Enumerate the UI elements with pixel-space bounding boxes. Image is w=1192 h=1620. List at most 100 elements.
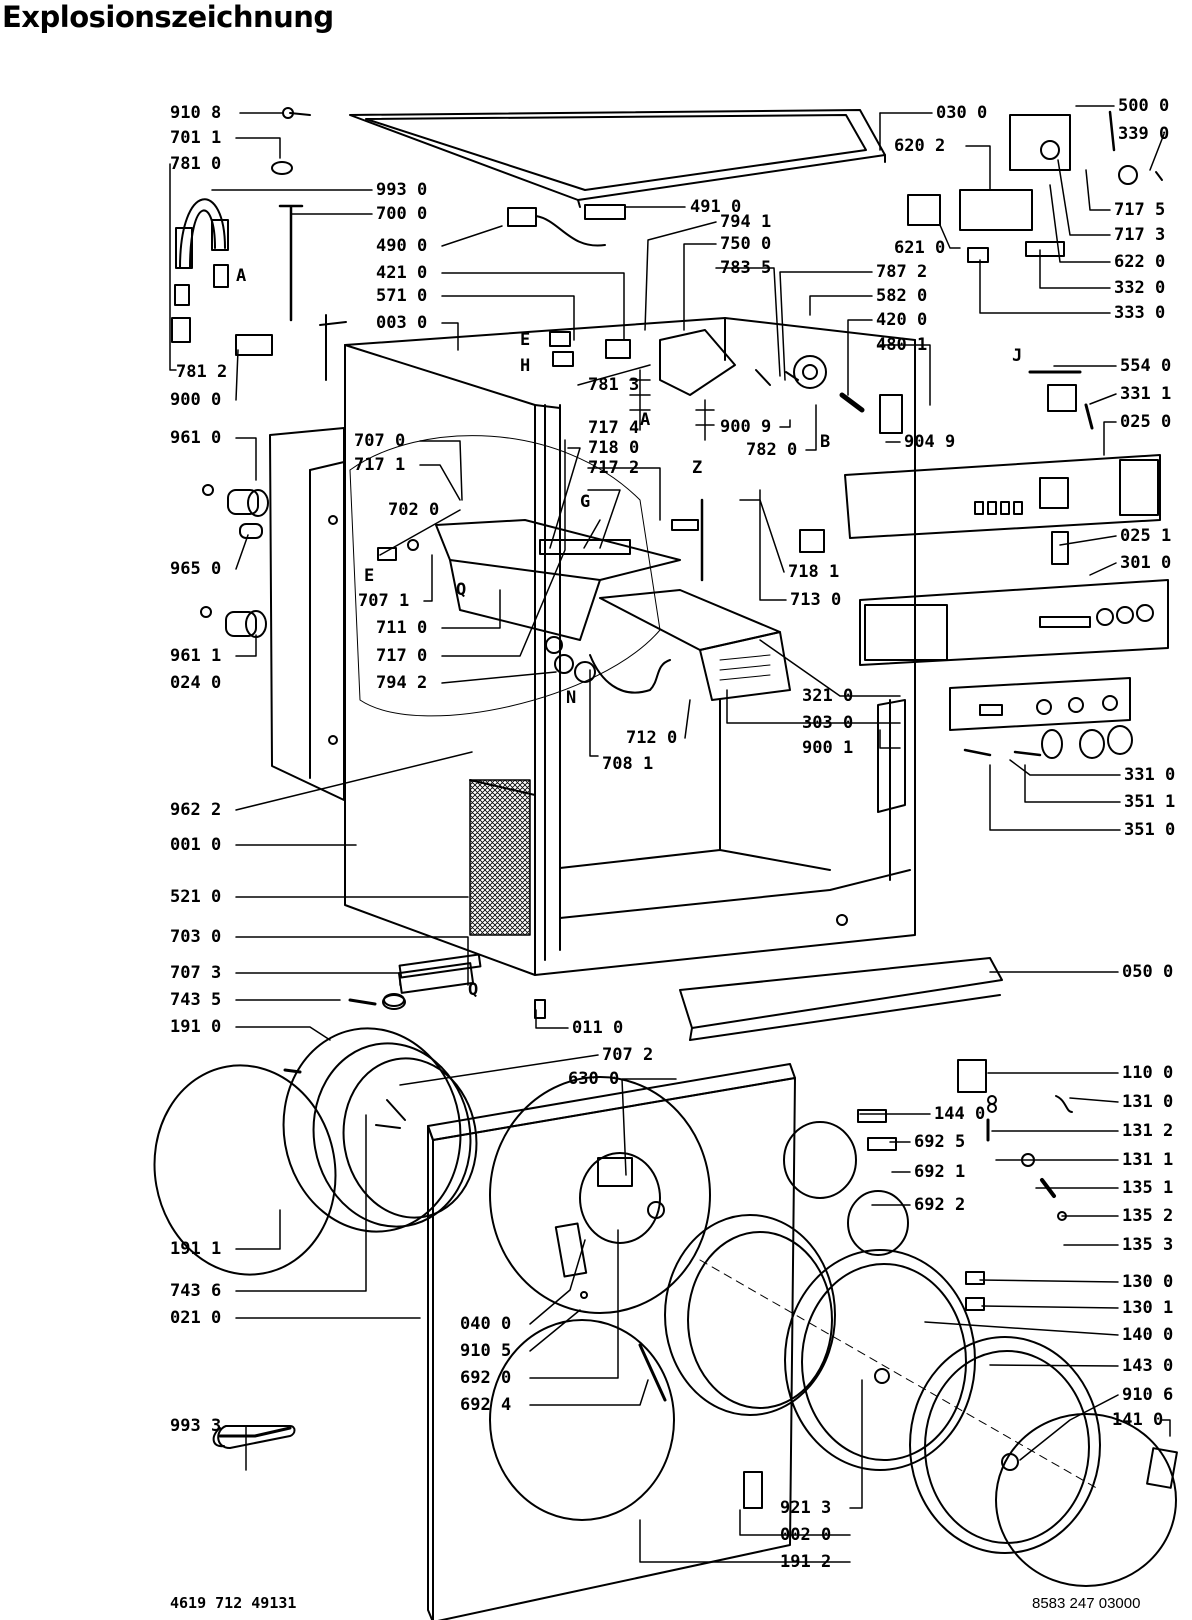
part-label: 021 0 bbox=[170, 1308, 222, 1328]
part-label: 131 0 bbox=[1122, 1092, 1174, 1112]
part-label: 131 2 bbox=[1122, 1121, 1174, 1141]
part-label: 692 2 bbox=[914, 1195, 966, 1215]
part-label: 191 1 bbox=[170, 1239, 222, 1259]
part-label: 490 0 bbox=[376, 236, 428, 256]
letter-callout: H bbox=[520, 356, 531, 376]
part-label: 040 0 bbox=[460, 1314, 512, 1334]
part-label: 333 0 bbox=[1114, 303, 1166, 323]
part-label: 961 0 bbox=[170, 428, 222, 448]
part-label: 621 0 bbox=[894, 238, 946, 258]
letter-callout: E bbox=[520, 330, 531, 350]
side-panel bbox=[270, 428, 344, 800]
part-label: 692 5 bbox=[914, 1132, 966, 1152]
part-label: 707 1 bbox=[358, 591, 410, 611]
part-label: 332 0 bbox=[1114, 278, 1166, 298]
part-label: 135 3 bbox=[1122, 1235, 1174, 1255]
letter-callout: A bbox=[236, 266, 247, 286]
cabinet bbox=[345, 318, 915, 975]
page-title: Explosionszeichnung bbox=[2, 0, 334, 34]
part-label: 135 1 bbox=[1122, 1178, 1174, 1198]
part-label: 961 1 bbox=[170, 646, 222, 666]
part-label: 910 8 bbox=[170, 103, 222, 123]
front-panel bbox=[428, 1064, 795, 1620]
part-label: 420 0 bbox=[876, 310, 928, 330]
part-label: 701 1 bbox=[170, 128, 222, 148]
part-label: 143 0 bbox=[1122, 1356, 1174, 1376]
part-label: 491 0 bbox=[690, 197, 742, 217]
part-label: 692 1 bbox=[914, 1162, 966, 1182]
letter-callout: Z bbox=[692, 458, 703, 478]
part-label: 717 3 bbox=[1114, 225, 1166, 245]
part-label: 717 4 bbox=[588, 418, 640, 438]
part-label: 130 1 bbox=[1122, 1298, 1174, 1318]
part-label: 712 0 bbox=[626, 728, 678, 748]
part-label: 025 0 bbox=[1120, 412, 1172, 432]
part-label: 717 0 bbox=[376, 646, 428, 666]
part-label: 030 0 bbox=[936, 103, 988, 123]
letter-callout: Q bbox=[468, 980, 479, 1000]
part-label: 351 1 bbox=[1124, 792, 1176, 812]
part-label: 787 2 bbox=[876, 262, 928, 282]
door-parts bbox=[665, 1060, 1177, 1586]
part-label: 003 0 bbox=[376, 313, 428, 333]
part-label: 024 0 bbox=[170, 673, 222, 693]
part-label: 900 1 bbox=[802, 738, 854, 758]
part-label: 692 4 bbox=[460, 1395, 512, 1415]
letter-callout: J bbox=[1012, 346, 1023, 366]
part-label: 711 0 bbox=[376, 618, 428, 638]
footer-left-code: 4619 712 49131 bbox=[170, 1594, 297, 1612]
part-label: 717 1 bbox=[354, 455, 406, 475]
part-label: 351 0 bbox=[1124, 820, 1176, 840]
part-label: 717 2 bbox=[588, 458, 640, 478]
part-label: 707 2 bbox=[602, 1045, 654, 1065]
part-label: 301 0 bbox=[1120, 553, 1172, 573]
part-label: 718 0 bbox=[588, 438, 640, 458]
part-label: 781 2 bbox=[176, 362, 228, 382]
timer-and-switches bbox=[908, 112, 1162, 428]
part-label: 717 5 bbox=[1114, 200, 1166, 220]
part-label: 630 0 bbox=[568, 1069, 620, 1089]
letter-callout: A bbox=[640, 410, 651, 430]
part-label: 331 0 bbox=[1124, 765, 1176, 785]
part-label: 921 3 bbox=[780, 1498, 832, 1518]
part-label: 910 5 bbox=[460, 1341, 512, 1361]
part-label: 713 0 bbox=[790, 590, 842, 610]
letter-callout: E bbox=[364, 566, 375, 586]
leader-lines-right bbox=[400, 106, 1170, 1562]
part-label: 702 0 bbox=[388, 500, 440, 520]
part-label: 700 0 bbox=[376, 204, 428, 224]
part-label: 135 2 bbox=[1122, 1206, 1174, 1226]
part-label: 480 1 bbox=[876, 335, 928, 355]
part-label: 571 0 bbox=[376, 286, 428, 306]
part-label: 707 3 bbox=[170, 963, 222, 983]
part-label: 050 0 bbox=[1122, 962, 1174, 982]
part-label: 141 0 bbox=[1112, 1410, 1164, 1430]
part-label: 500 0 bbox=[1118, 96, 1170, 116]
detergent-drawer bbox=[378, 500, 790, 700]
part-label: 582 0 bbox=[876, 286, 928, 306]
part-label: 130 0 bbox=[1122, 1272, 1174, 1292]
part-label: 965 0 bbox=[170, 559, 222, 579]
part-label: 743 6 bbox=[170, 1281, 222, 1301]
part-label: 001 0 bbox=[170, 835, 222, 855]
part-label: 131 1 bbox=[1122, 1150, 1174, 1170]
leader-lines bbox=[170, 113, 624, 1470]
part-label: 191 2 bbox=[780, 1552, 832, 1572]
letter-callout: N bbox=[566, 688, 577, 708]
part-label: 993 3 bbox=[170, 1416, 222, 1436]
wrench-icon bbox=[218, 1426, 294, 1448]
letter-callout: G bbox=[580, 492, 591, 512]
top-lid bbox=[350, 110, 885, 207]
hoses bbox=[172, 108, 346, 380]
part-label: 144 0 bbox=[934, 1104, 986, 1124]
part-label: 904 9 bbox=[904, 432, 956, 452]
letter-callout: Q bbox=[456, 580, 467, 600]
part-label: 718 1 bbox=[788, 562, 840, 582]
part-label: 521 0 bbox=[170, 887, 222, 907]
part-label: 900 0 bbox=[170, 390, 222, 410]
part-label: 140 0 bbox=[1122, 1325, 1174, 1345]
control-panel bbox=[800, 455, 1168, 812]
part-label: 339 0 bbox=[1118, 124, 1170, 144]
part-label: 781 3 bbox=[588, 375, 640, 395]
part-label: 011 0 bbox=[572, 1018, 624, 1038]
